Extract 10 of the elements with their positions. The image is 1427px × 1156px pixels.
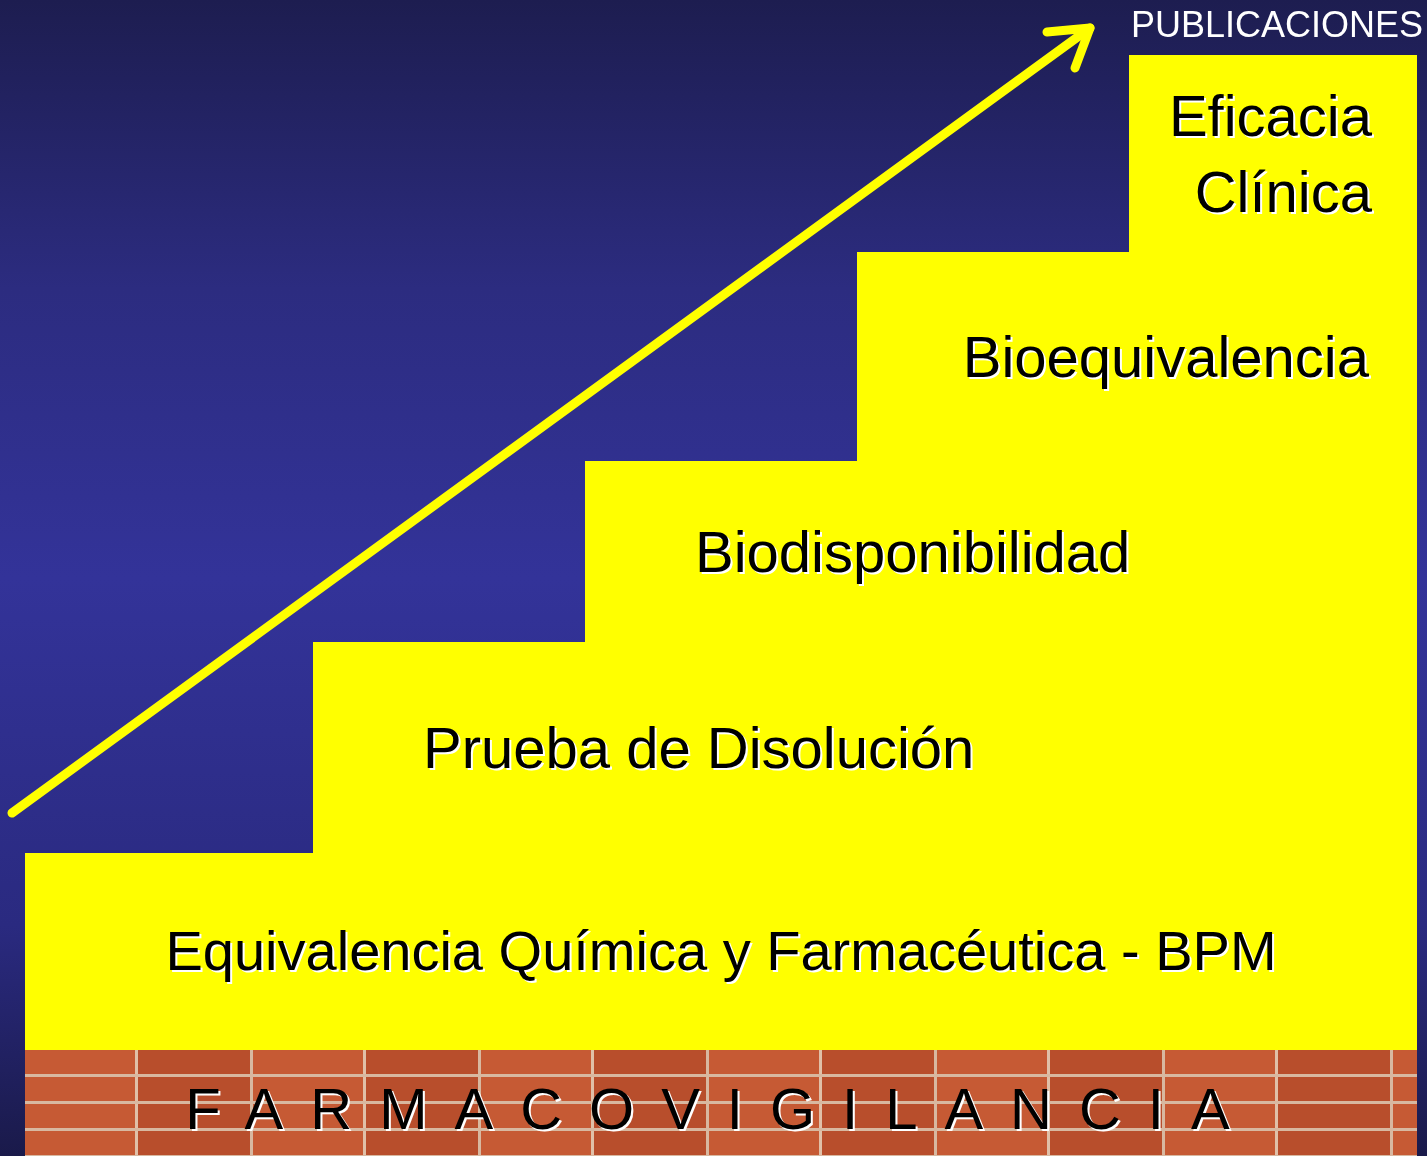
stair-step (1129, 55, 1417, 252)
step-label: Equivalencia Química y Farmacéutica - BPM (165, 918, 1277, 985)
step-label: Eficacia Clínica (1167, 82, 1372, 226)
step-label: Biodisponibilidad (695, 517, 1131, 586)
brick-band (25, 1050, 1417, 1156)
band-label: FARMACOVIGILANCIA (185, 1074, 1257, 1142)
heading-text: PUBLICACIONES (1130, 4, 1423, 46)
stair-step (25, 853, 1417, 1050)
step-label: Bioequivalencia (962, 322, 1369, 391)
step-label: Prueba de Disolución (423, 713, 975, 782)
